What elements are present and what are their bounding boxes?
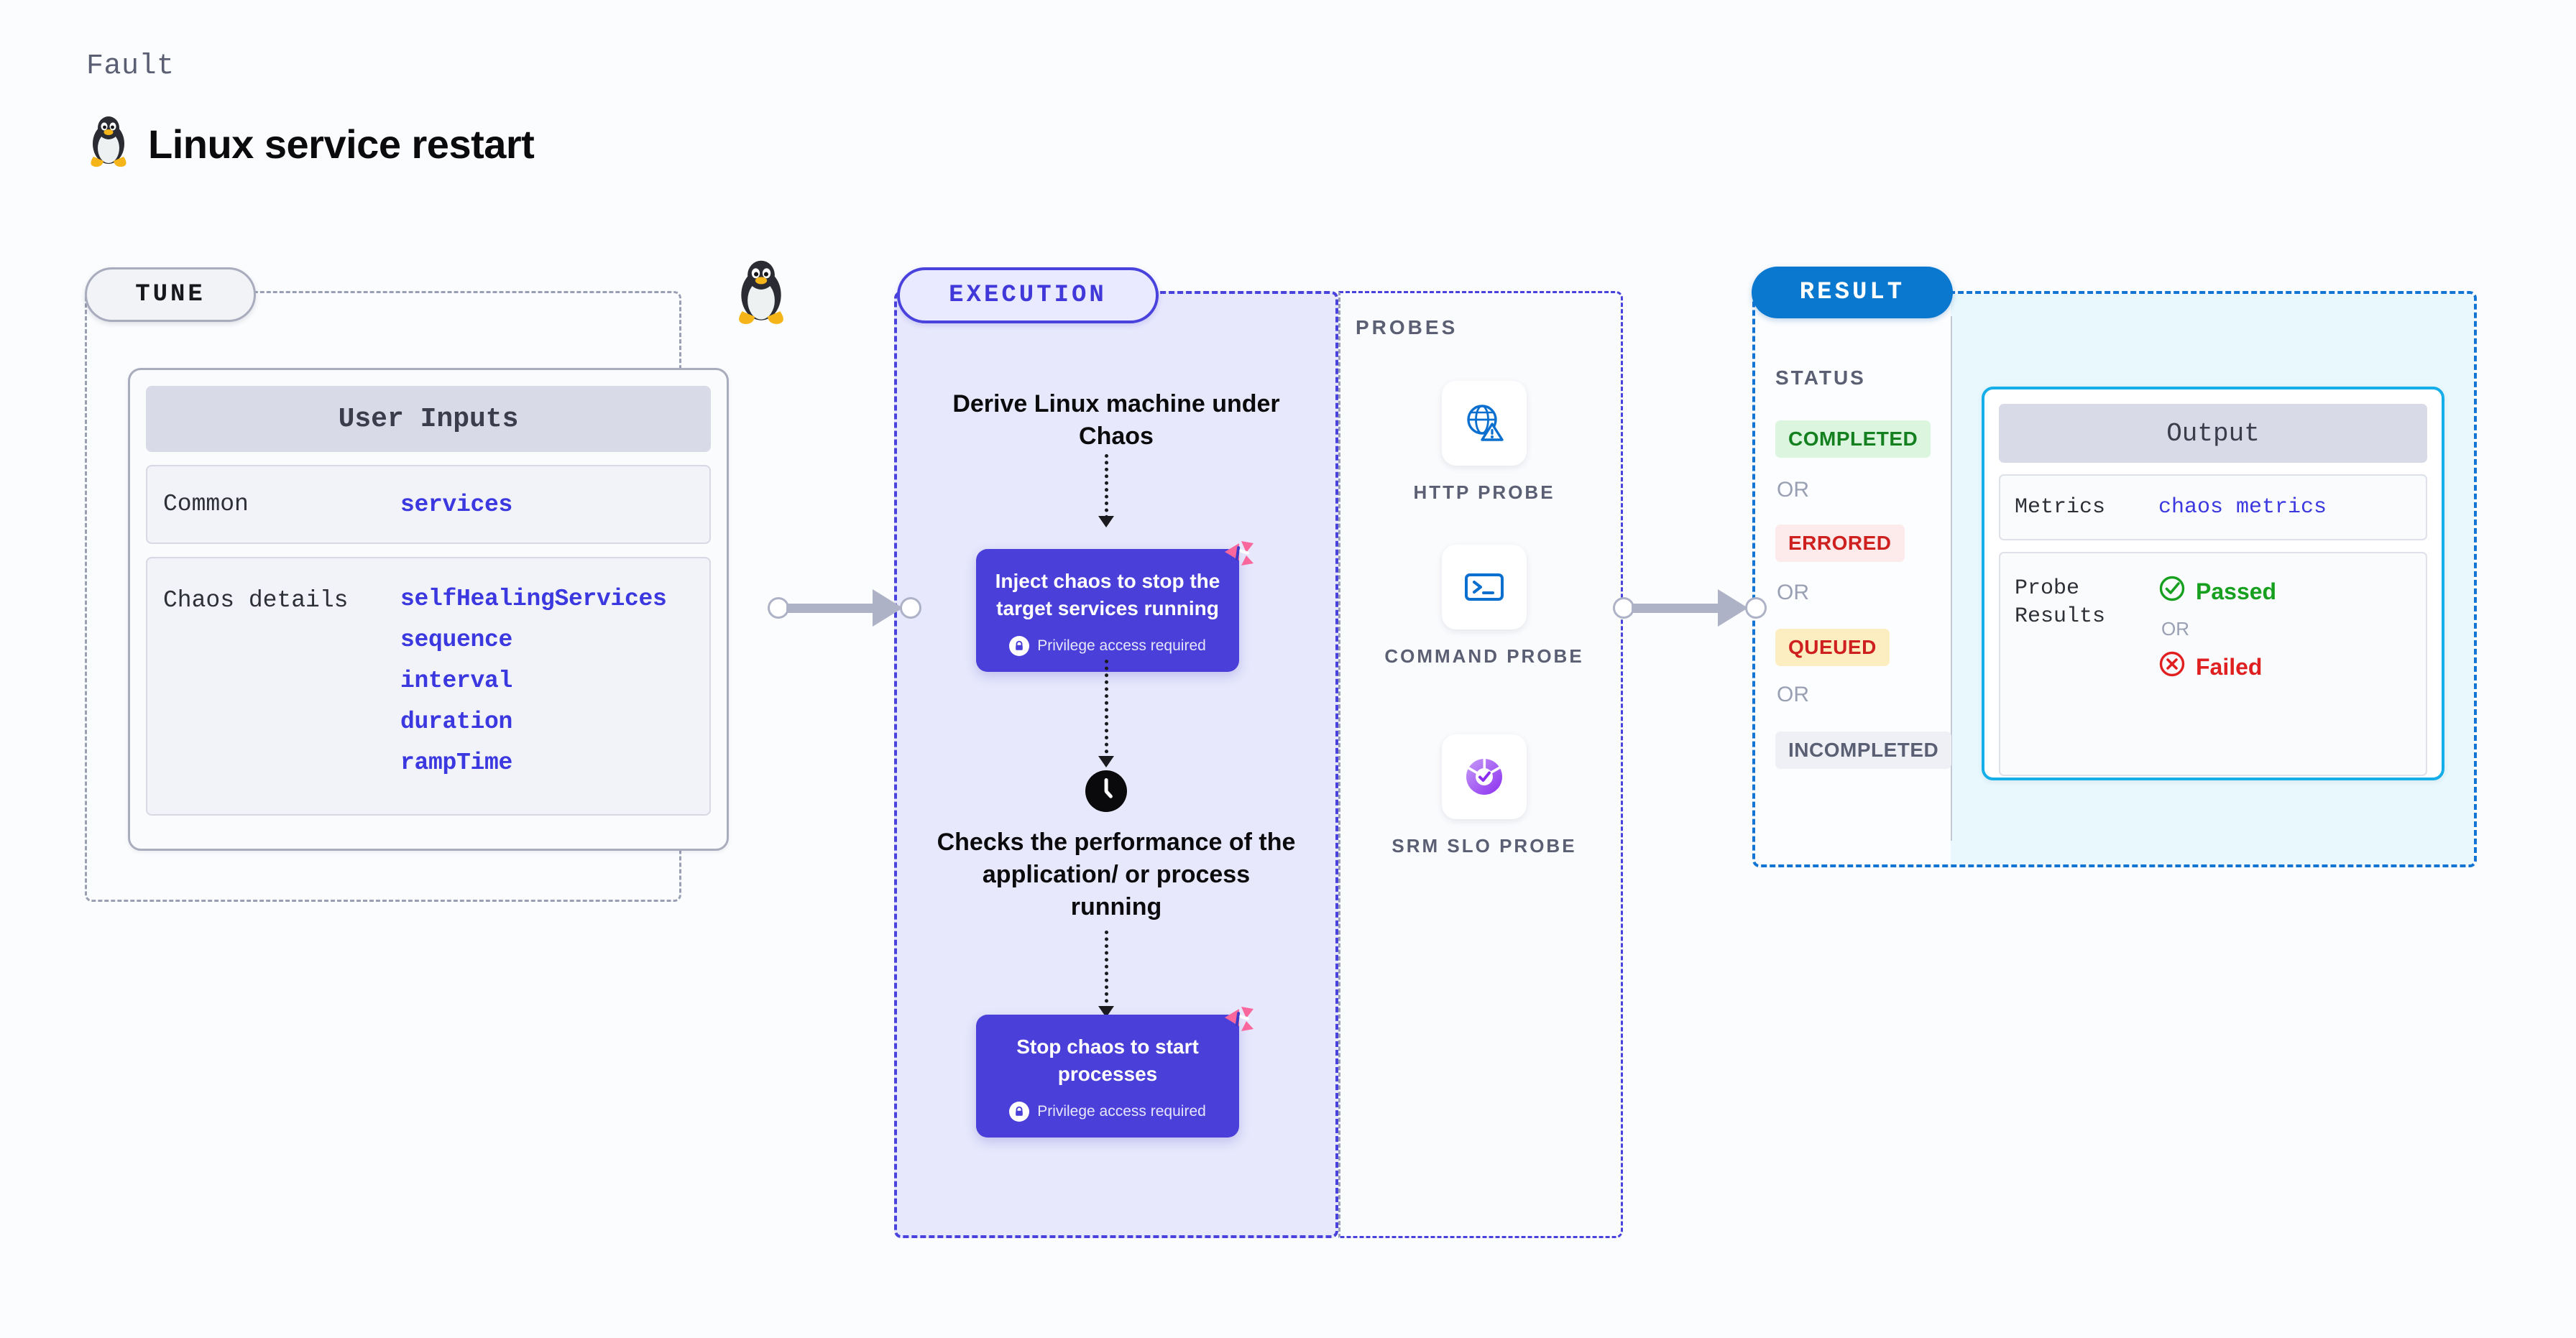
status-or-label: OR bbox=[1777, 581, 1809, 604]
probe-label: SRM SLO PROBE bbox=[1392, 835, 1577, 857]
privilege-note-text: Privilege access required bbox=[1037, 637, 1206, 655]
page-eyebrow-fault: Fault bbox=[86, 50, 175, 83]
execution-step-checks-label: Checks the performance of the applicatio… bbox=[937, 829, 1296, 921]
probe-failed-label: Failed bbox=[2196, 653, 2263, 680]
page-title: Linux service restart bbox=[148, 121, 535, 167]
output-card: Output Metrics chaos metrics Probe Resul… bbox=[1982, 387, 2444, 780]
status-badge-completed: COMPLETED bbox=[1775, 420, 1931, 458]
connector-arrowhead bbox=[1718, 589, 1748, 627]
result-stage-pill[interactable]: RESULT bbox=[1752, 267, 1953, 318]
output-metrics-value[interactable]: chaos metrics bbox=[2158, 495, 2327, 520]
x-circle-icon bbox=[2158, 650, 2186, 683]
probe-result-failed: Failed bbox=[2158, 650, 2276, 683]
clock-icon bbox=[1084, 769, 1128, 813]
execution-card-inject-chaos[interactable]: Inject chaos to stop the target services… bbox=[976, 541, 1254, 673]
connector-tune-to-execution bbox=[768, 589, 921, 627]
flow-arrow-line bbox=[1105, 660, 1113, 760]
param-duration[interactable]: duration bbox=[400, 709, 513, 735]
flow-arrow-line bbox=[1105, 454, 1113, 519]
lock-icon bbox=[1009, 636, 1030, 657]
status-badge-incompleted: INCOMPLETED bbox=[1775, 732, 1952, 769]
input-group-label: Chaos details bbox=[163, 587, 349, 614]
harness-logo-icon bbox=[1218, 533, 1258, 573]
probe-label: COMMAND PROBE bbox=[1384, 645, 1584, 667]
execution-card-title: Stop chaos to start processes bbox=[1016, 1035, 1199, 1085]
probe-results-values: Passed OR Failed bbox=[2158, 575, 2276, 683]
tune-stage-pill[interactable]: TUNE bbox=[85, 267, 256, 322]
flow-arrow-head bbox=[1098, 756, 1114, 767]
probe-item-srm-slo[interactable]: SRM SLO PROBE bbox=[1376, 734, 1592, 859]
execution-stage-pill[interactable]: EXECUTION bbox=[897, 267, 1159, 323]
param-services[interactable]: services bbox=[400, 491, 513, 518]
connector-execution-to-result bbox=[1613, 589, 1767, 627]
probe-label: HTTP PROBE bbox=[1413, 481, 1555, 503]
input-group-values: services bbox=[400, 492, 512, 518]
output-group-probe-results: Probe Results Passed OR bbox=[1999, 552, 2427, 776]
user-inputs-card: User Inputs Common services Chaos detail… bbox=[128, 368, 729, 851]
connector-end-dot bbox=[900, 597, 921, 619]
status-or-label: OR bbox=[1777, 478, 1809, 502]
param-interval[interactable]: interval bbox=[400, 668, 513, 694]
input-group-chaos-details: Chaos details selfHealingServices sequen… bbox=[146, 557, 711, 816]
execution-step-derive-label: Derive Linux machine under Chaos bbox=[952, 390, 1280, 451]
input-group-common: Common services bbox=[146, 465, 711, 544]
output-metrics-label: Metrics bbox=[2015, 494, 2106, 520]
probe-item-command[interactable]: COMMAND PROBE bbox=[1376, 545, 1592, 669]
execution-card-title: Inject chaos to stop the target services… bbox=[995, 570, 1220, 619]
terminal-icon bbox=[1442, 545, 1527, 629]
probe-or-label: OR bbox=[2161, 618, 2189, 640]
slo-donut-check-icon bbox=[1442, 734, 1527, 819]
lock-icon bbox=[1009, 1102, 1030, 1122]
connector-line bbox=[1632, 603, 1718, 613]
connector-end-dot bbox=[1745, 597, 1767, 619]
probes-heading: PROBES bbox=[1356, 316, 1458, 338]
input-group-values: selfHealingServices sequence interval du… bbox=[400, 586, 667, 776]
param-selfhealingservices[interactable]: selfHealingServices bbox=[400, 586, 667, 612]
status-badge-queued: QUEUED bbox=[1775, 629, 1890, 666]
globe-warning-icon bbox=[1442, 381, 1527, 466]
check-circle-icon bbox=[2158, 575, 2186, 608]
param-sequence[interactable]: sequence bbox=[400, 627, 513, 653]
output-group-metrics: Metrics chaos metrics bbox=[1999, 474, 2427, 540]
harness-logo-icon bbox=[1218, 999, 1258, 1039]
page-title-row: Linux service restart bbox=[86, 115, 535, 173]
user-inputs-card-header: User Inputs bbox=[146, 386, 711, 452]
flow-arrow-head bbox=[1098, 516, 1114, 527]
linux-penguin-icon bbox=[86, 115, 131, 173]
output-probe-results-label: Probe Results bbox=[2015, 576, 2106, 629]
connector-line bbox=[786, 603, 873, 613]
privilege-note: Privilege access required bbox=[989, 1102, 1226, 1122]
probe-result-passed: Passed bbox=[2158, 575, 2276, 608]
linux-penguin-icon bbox=[733, 257, 789, 329]
privilege-note: Privilege access required bbox=[989, 636, 1226, 657]
privilege-note-text: Privilege access required bbox=[1037, 1103, 1206, 1120]
status-badge-errored: ERRORED bbox=[1775, 525, 1905, 562]
status-heading: STATUS bbox=[1775, 366, 1866, 389]
probe-passed-label: Passed bbox=[2196, 578, 2277, 604]
param-ramptime[interactable]: rampTime bbox=[400, 749, 513, 776]
output-card-header: Output bbox=[1999, 404, 2427, 463]
status-or-label: OR bbox=[1777, 683, 1809, 706]
flow-arrow-line bbox=[1105, 931, 1113, 1010]
input-group-label: Common bbox=[163, 491, 249, 518]
connector-arrowhead bbox=[873, 589, 903, 627]
probe-item-http[interactable]: HTTP PROBE bbox=[1376, 381, 1592, 505]
result-column-divider bbox=[1951, 316, 1952, 841]
execution-card-stop-chaos[interactable]: Stop chaos to start processes Privilege … bbox=[976, 1007, 1254, 1138]
